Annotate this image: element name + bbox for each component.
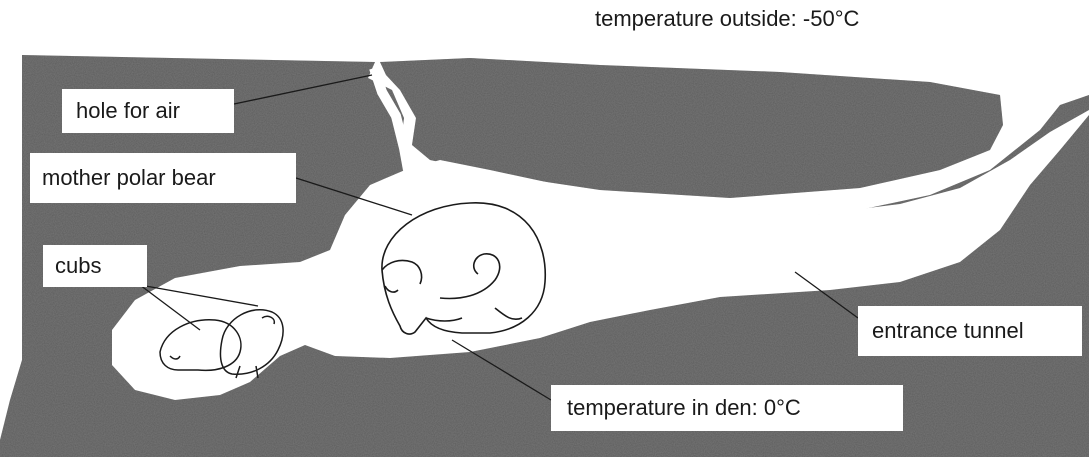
mother-polar-bear-label: mother polar bear [30, 153, 296, 203]
temperature-in-den-label: temperature in den: 0°C [551, 385, 903, 431]
cubs-label: cubs [43, 245, 147, 287]
temperature-outside-label: temperature outside: -50°C [595, 6, 859, 32]
entrance-tunnel-label: entrance tunnel [858, 306, 1082, 356]
hole-for-air-label: hole for air [62, 89, 234, 133]
